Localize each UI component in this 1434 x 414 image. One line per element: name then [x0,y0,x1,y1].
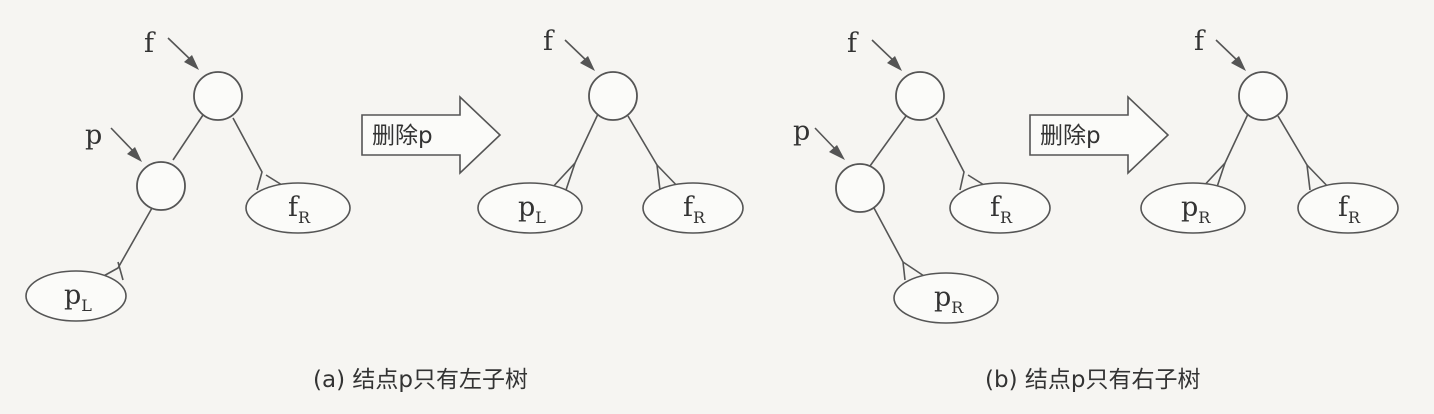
subtree-fR-b-label: fR [990,192,1013,227]
subtree-pL [25,270,127,322]
delete-arrow-a-shape [361,95,502,175]
edge-f-fR [232,117,263,191]
subtree-fR-after-label: fR [683,192,706,227]
edge-f-p [172,114,204,161]
subtree-fR-b-after-label: fR [1338,192,1361,227]
panel-b-before: f p fR pR [793,28,1051,324]
edge-f-fR-after [627,115,661,191]
edge-f-fR-b-after [1277,115,1311,191]
node-f-after [588,71,638,121]
pointer-f-after-arrowhead [580,56,595,71]
delete-arrow-b-label: 删除p [1040,123,1101,149]
subtree-pL-label: pL [64,280,92,315]
pointer-f-arrowhead [184,55,199,70]
pointer-p-label: p [85,120,102,151]
pointer-f-after-label: f [543,26,555,57]
node-f-b [895,71,945,121]
pointer-p-b-label: p [793,116,810,147]
edge-f-pL-tail [565,162,576,191]
delete-arrow-b-shape [1029,95,1170,175]
delete-arrow-a-label: 删除p [372,123,433,149]
caption-a: (a) 结点p只有左子树 [313,367,528,393]
node-p-b [835,163,885,213]
subtree-pL-after-label: pL [518,192,546,227]
delete-arrow-a: 删除p [361,95,502,175]
node-f-b-after [1238,71,1288,121]
subtree-pR-b-label: pR [934,282,964,317]
subtree-pR-after [1140,182,1246,234]
pointer-p-arrowhead [127,147,142,162]
edge-f-p-b [869,115,907,167]
edge-f-pL [549,113,599,191]
pointer-f-b-after-arrowhead [1231,56,1246,71]
subtree-fR-b [949,182,1051,234]
pointer-p-b-arrowhead [829,145,845,160]
node-f [193,71,243,121]
edge-f-fR-b [935,117,965,191]
panel-a-after: f pL fR [477,26,744,234]
edge-p-pL-tail [117,261,124,281]
node-p [136,161,186,211]
edge-p-pR [873,207,906,281]
caption-b: (b) 结点p只有右子树 [985,367,1201,393]
pointer-f-b-after-label: f [1194,26,1206,57]
subtree-fR [245,182,351,234]
pointer-f-label: f [144,28,156,59]
pointer-p-line [110,127,137,155]
subtree-pR-after-label: pR [1181,192,1211,227]
panel-b-after: f pR fR [1140,26,1399,234]
pointer-f-b-arrowhead [887,56,902,71]
subtree-fR-b-after [1297,182,1399,234]
subtree-fR-after [642,182,744,234]
pointer-f-b-label: f [847,28,859,59]
delete-arrow-b: 删除p [1029,95,1170,175]
subtree-fR-label: fR [288,192,311,227]
subtree-pR-b [893,272,999,324]
edge-p-pL [99,207,153,279]
subtree-pL-after [477,182,583,234]
edge-f-pR-after [1199,113,1249,191]
panel-a-before: f p fR pL [25,28,351,322]
